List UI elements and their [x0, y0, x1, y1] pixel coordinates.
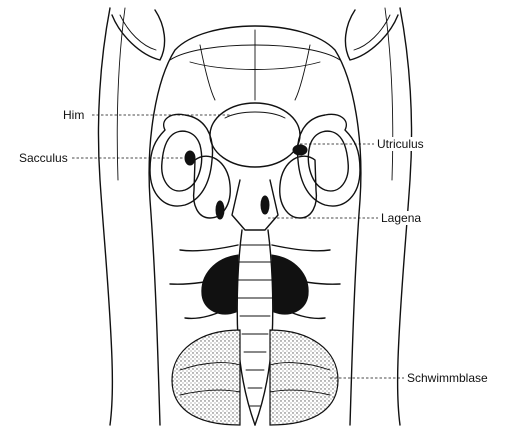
- label-lagena: Lagena: [380, 211, 422, 225]
- label-him: Him: [62, 108, 85, 122]
- black-chambers: [202, 255, 308, 314]
- left-labyrinth: [150, 114, 230, 219]
- brain: [210, 103, 300, 167]
- label-utriculus: Utriculus: [376, 137, 425, 151]
- ribs: [170, 245, 340, 318]
- label-schwimmblase: Schwimmblase: [406, 371, 489, 385]
- swim-bladder: [172, 330, 338, 425]
- label-sacculus: Sacculus: [18, 151, 69, 165]
